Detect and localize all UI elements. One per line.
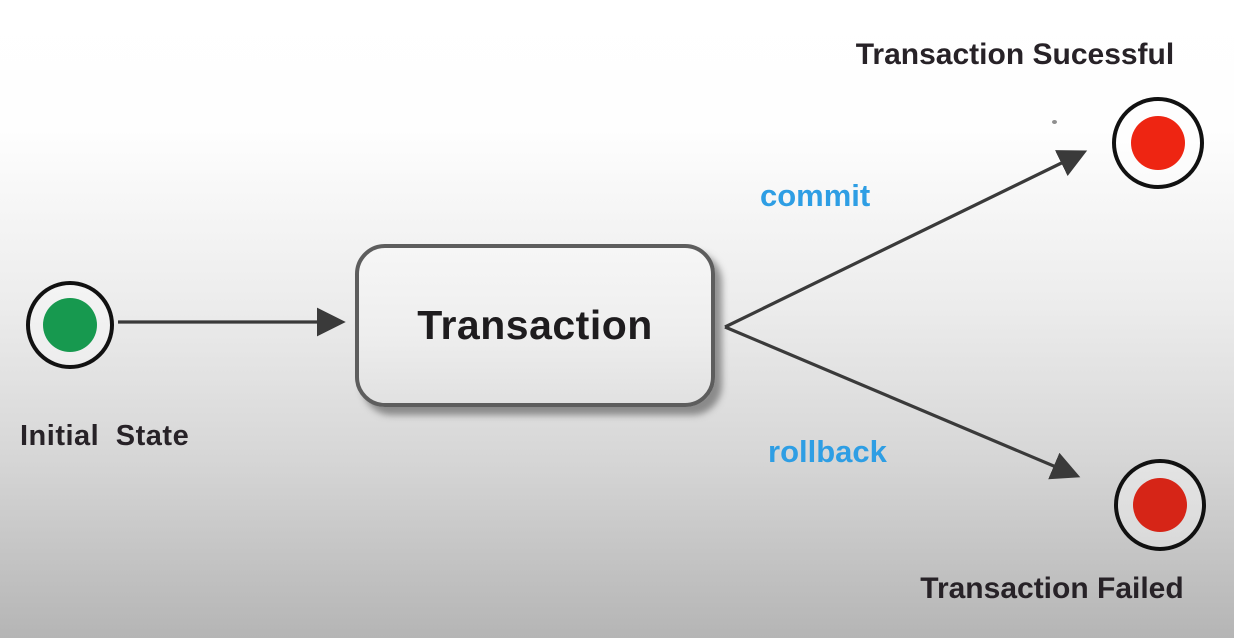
transaction-successful-dot [1131, 116, 1185, 170]
transaction-box: Transaction [355, 244, 715, 407]
initial-state-node [26, 281, 114, 369]
rollback-edge-label: rollback [768, 434, 887, 469]
dust-speck [1052, 120, 1057, 124]
transaction-failed-label: Transaction Failed [920, 572, 1184, 605]
transaction-box-label: Transaction [417, 302, 653, 348]
commit-edge-label: commit [760, 178, 871, 213]
transaction-failed-dot [1133, 478, 1187, 532]
transaction-successful-label: Transaction Sucessful [855, 38, 1175, 71]
transaction-failed-node [1114, 459, 1206, 551]
transaction-successful-node [1112, 97, 1204, 189]
initial-state-dot [43, 298, 97, 352]
initial-state-label: Initial State [20, 420, 190, 452]
